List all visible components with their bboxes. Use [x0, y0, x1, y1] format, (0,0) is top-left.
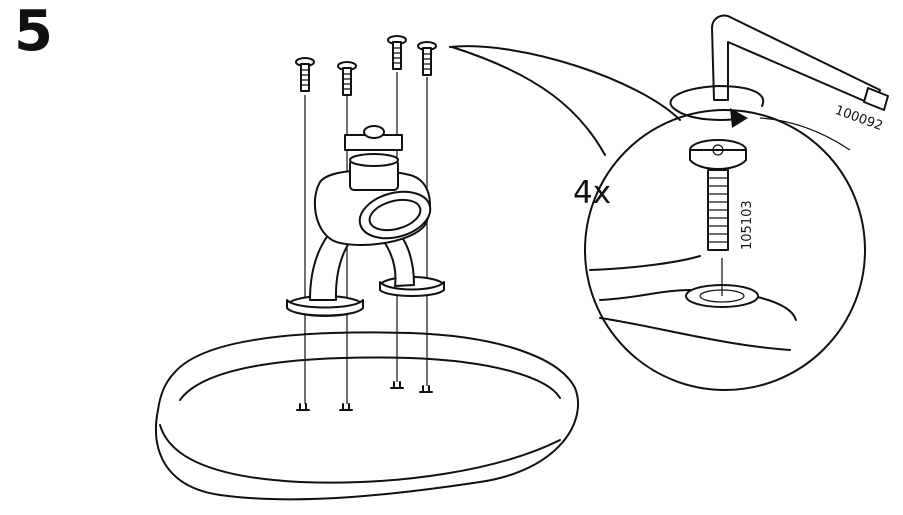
rotation-arrow-icon — [669, 85, 765, 128]
detail-screw — [689, 139, 747, 251]
screw-part-number: 105103 — [740, 200, 755, 250]
detail-callout — [449, 45, 866, 391]
quantity-label: 4x — [573, 175, 612, 211]
lamp-base — [154, 331, 580, 501]
step-number: 5 — [14, 0, 53, 64]
screws — [295, 35, 437, 96]
allen-key — [711, 14, 889, 111]
lamp-bracket — [286, 125, 445, 317]
